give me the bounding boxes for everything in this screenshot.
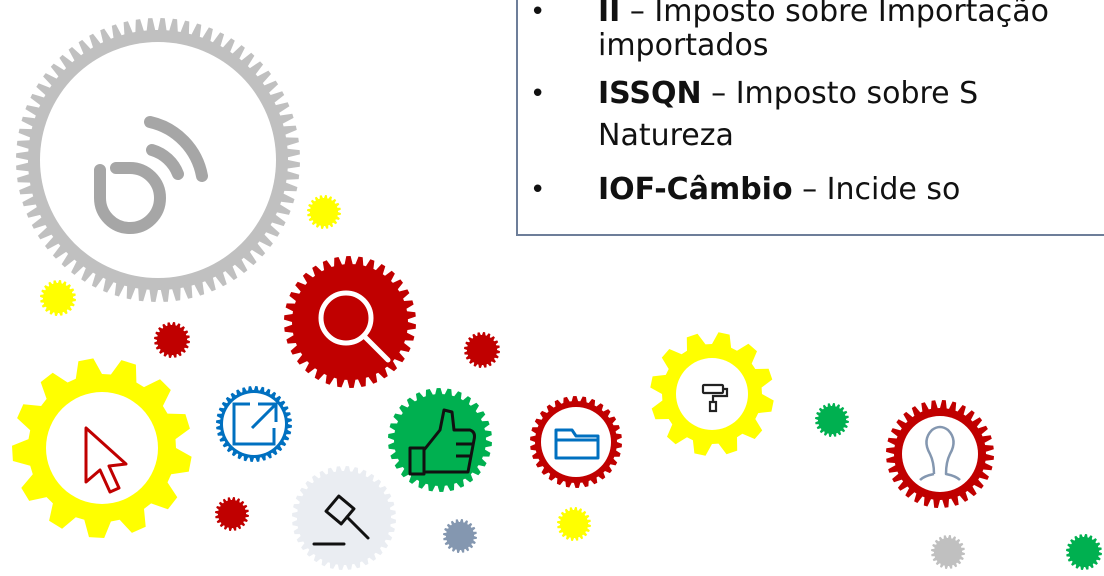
gear-red-folder xyxy=(530,396,622,488)
bullet-text: Natureza xyxy=(598,118,734,153)
gear-small-yellow-3 xyxy=(557,507,591,541)
gear-green-like xyxy=(388,388,492,492)
text-box: • II – Imposto sobre Importação importado… xyxy=(516,0,1104,236)
gear-yellow-cursor xyxy=(12,358,192,538)
gear-small-green-2 xyxy=(1066,534,1102,570)
gear-small-red-1 xyxy=(154,322,190,358)
bullet-dot: • xyxy=(530,0,546,27)
bullet-text: importados xyxy=(598,28,769,63)
bullet-dot: • xyxy=(530,79,546,109)
bullet-text: – Incide so xyxy=(792,172,961,207)
gear-small-red-2 xyxy=(464,332,500,368)
thumbs-up-icon xyxy=(408,408,476,476)
gear-red-search xyxy=(284,256,416,388)
paint-roller-icon xyxy=(701,383,729,413)
bullet-term: II xyxy=(598,0,621,29)
bullet-text: – Imposto sobre Importação xyxy=(620,0,1050,29)
gear-small-yellow-1 xyxy=(307,195,341,229)
gavel-icon xyxy=(312,494,370,546)
external-link-icon xyxy=(232,402,278,446)
gear-light-gavel xyxy=(292,466,396,570)
feed-icon xyxy=(94,116,208,234)
gear-large-gray xyxy=(16,18,300,302)
gear-small-green-1 xyxy=(815,403,849,437)
gear-small-yellow-2 xyxy=(40,280,76,316)
cursor-icon xyxy=(84,426,128,494)
bullet-text: – Imposto sobre S xyxy=(701,76,979,111)
gear-red-person xyxy=(886,400,994,508)
magnifier-icon xyxy=(318,290,391,363)
gear-small-red-3 xyxy=(215,497,249,531)
bullet-dot: • xyxy=(530,175,546,205)
bullet-term: ISSQN xyxy=(598,76,702,111)
bullet-term: IOF-Câmbio xyxy=(598,172,793,207)
person-icon xyxy=(919,425,961,481)
gear-small-gray xyxy=(931,535,965,569)
folder-icon xyxy=(554,428,600,460)
gear-small-slate xyxy=(443,519,477,553)
